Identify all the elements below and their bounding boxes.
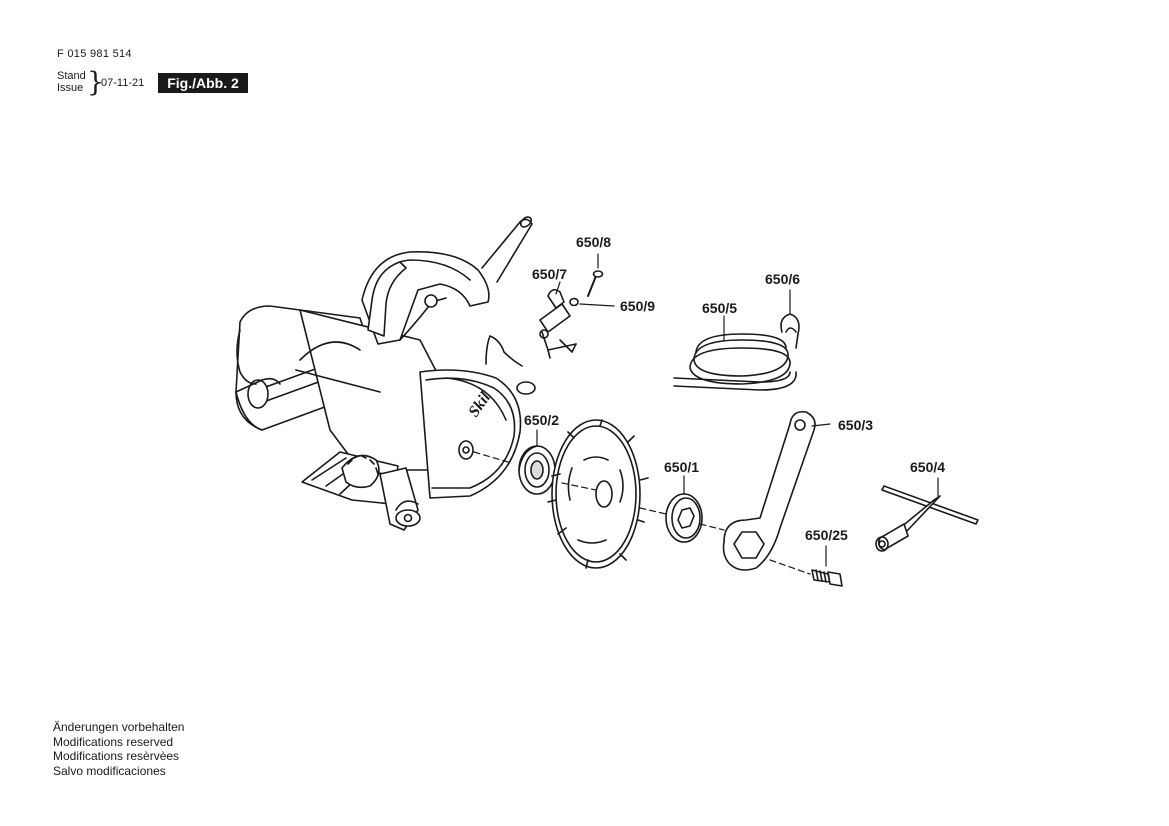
part-650-5-hose (673, 315, 797, 391)
callout-650-3: 650/3 (838, 417, 873, 433)
part-650-4-t-wrench (875, 477, 979, 552)
tile-cutter-machine: Skil (235, 216, 536, 531)
callout-650-9: 650/9 (620, 298, 655, 314)
modification-line-de: Änderungen vorbehalten (53, 720, 185, 734)
part-650-25-bolt (769, 545, 843, 587)
callout-650-6: 650/6 (765, 271, 800, 287)
callout-650-25: 650/25 (805, 527, 848, 543)
part-650-6-nozzle (780, 289, 800, 349)
callout-650-2: 650/2 (524, 412, 559, 428)
part-650-7-clamp (539, 281, 577, 359)
figure-badge: Fig./Abb. 2 (158, 73, 248, 93)
part-650-2-inner-flange (518, 429, 556, 495)
stand-label: Stand (57, 70, 86, 82)
part-650-9-washer (569, 297, 615, 307)
issue-label: Issue (57, 82, 84, 94)
modification-notice: Änderungen vorbehalten Modifications res… (53, 720, 184, 778)
document-number: F 015 981 514 (57, 48, 132, 60)
brace-symbol: } (87, 67, 105, 98)
part-650-8-screw (587, 253, 604, 297)
callout-650-8: 650/8 (576, 234, 611, 250)
callout-650-1: 650/1 (664, 459, 699, 475)
part-650-3-spanner (699, 410, 831, 571)
part-650-1-outer-flange (639, 475, 703, 543)
modification-line-fr: Modifications resèrvèes (53, 749, 180, 763)
modification-line-es: Salvo modificaciones (53, 763, 166, 778)
modification-line-en: Modifications reserved (53, 734, 174, 749)
callout-650-7: 650/7 (532, 266, 567, 282)
callout-650-4: 650/4 (910, 459, 945, 475)
issue-date: 07-11-21 (101, 77, 145, 89)
stand-issue-labels: Stand Issue (57, 70, 105, 94)
callout-650-5: 650/5 (702, 300, 737, 316)
diamond-cutting-blade (547, 419, 649, 569)
